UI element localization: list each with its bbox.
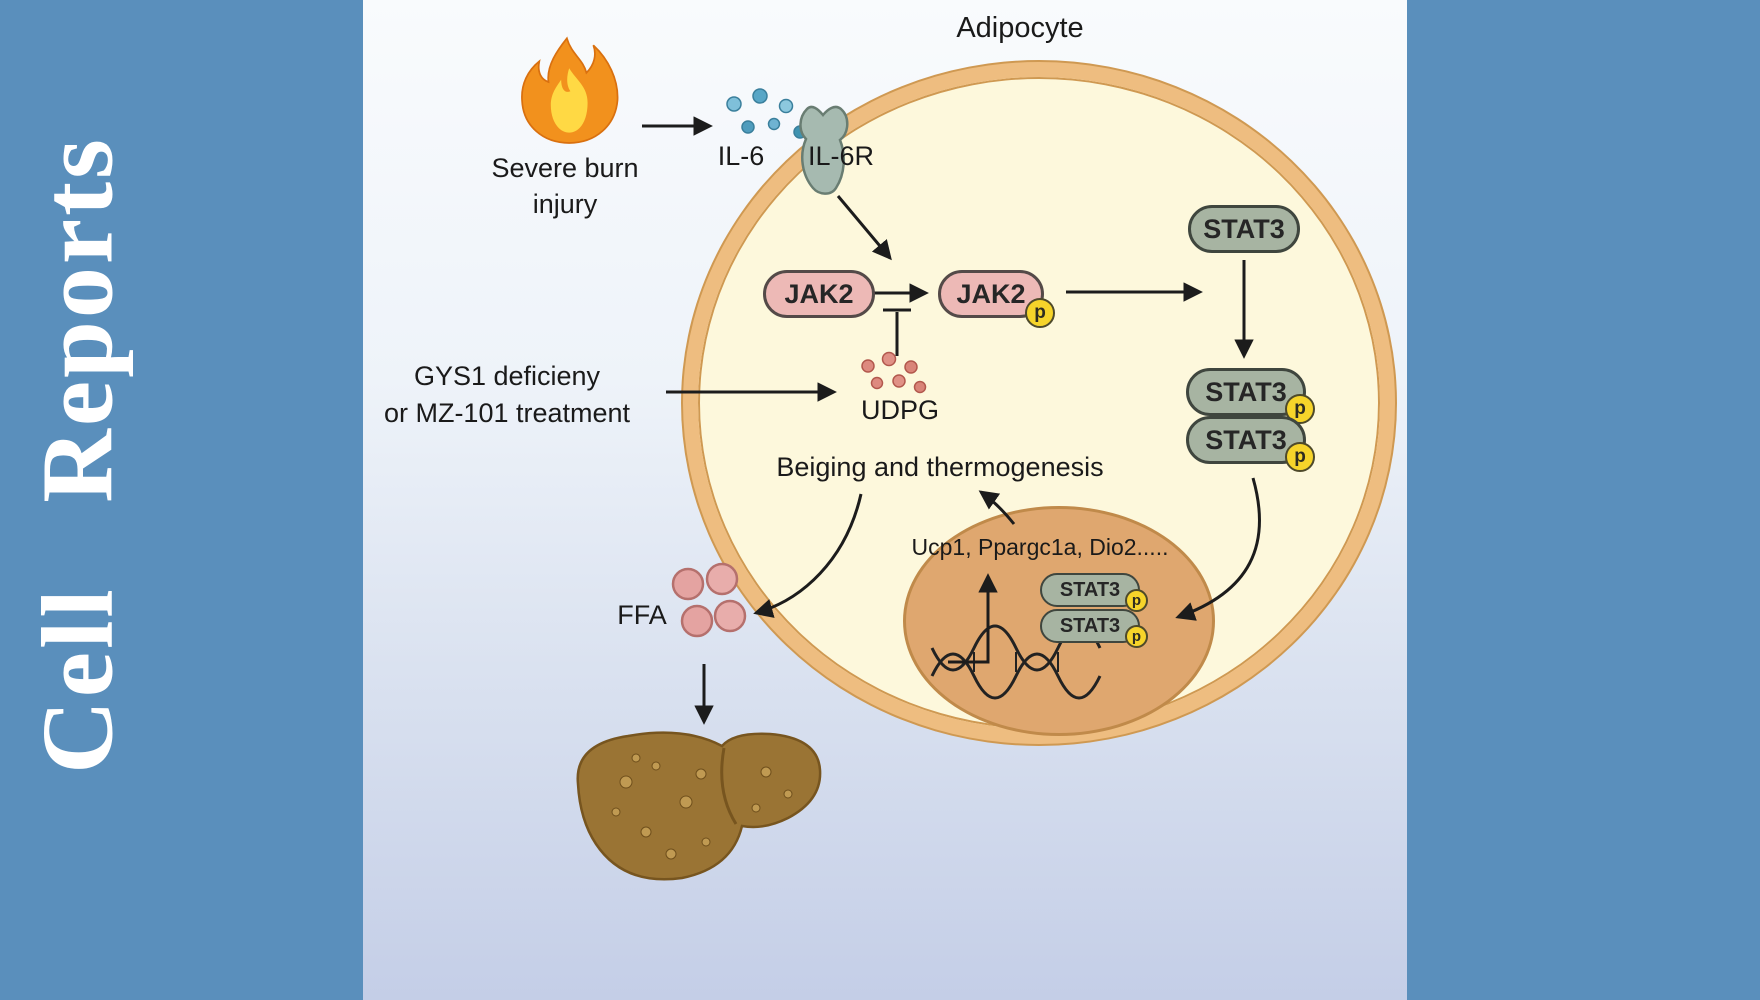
severe-burn-line1: Severe burn [491, 153, 639, 183]
gys1-line1: GYS1 deficieny [413, 361, 601, 391]
phospho-badge-dimer-bottom: p [1285, 442, 1315, 472]
ffa-label: FFA [617, 600, 667, 630]
genes-label: Ucp1, Ppargc1a, Dio2..... [911, 534, 1169, 560]
adipocyte-title: Adipocyte [956, 12, 1084, 44]
jak2-phospho-pill: JAK2 p [938, 270, 1055, 328]
jak2-pill-label: JAK2 [784, 278, 854, 309]
phospho-badge-nuclear-top: p [1125, 589, 1148, 612]
stat3-nuclear-bottom-pill: STAT3 p [1040, 609, 1148, 648]
severe-burn-label: Severe burn injury [420, 150, 710, 222]
jak2-phospho-label: JAK2 [956, 278, 1026, 309]
severe-burn-line2: injury [532, 189, 598, 219]
stat3-dimer-top-pill: STAT3 p [1186, 368, 1315, 424]
stat3-dimer-bottom-pill: STAT3 p [1186, 416, 1315, 472]
jak2-pill: JAK2 [763, 270, 875, 318]
il6-label: IL-6 [717, 141, 765, 171]
udpg-label: UDPG [860, 395, 939, 425]
stat3-nuclear-top-pill: STAT3 p [1040, 573, 1148, 612]
gys1-label: GYS1 deficieny or MZ-101 treatment [352, 358, 662, 432]
stat3-nuclear-bottom-label: STAT3 [1059, 614, 1121, 637]
stat3-pill-label: STAT3 [1203, 213, 1285, 244]
phospho-badge-nuclear-bottom: p [1125, 625, 1148, 648]
stat3-dimer-bottom-label: STAT3 [1205, 424, 1287, 455]
stat3-pill: STAT3 [1188, 205, 1300, 253]
beiging-label: Beiging and thermogenesis [776, 452, 1104, 482]
stat3-nuclear-top-label: STAT3 [1059, 578, 1121, 601]
journal-title: Cell Reports [21, 136, 135, 774]
stat3-dimer-top-label: STAT3 [1205, 376, 1287, 407]
phospho-badge-jak2: p [1025, 298, 1055, 328]
il6r-label: IL-6R [807, 141, 875, 171]
gys1-line2: or MZ-101 treatment [383, 398, 631, 428]
